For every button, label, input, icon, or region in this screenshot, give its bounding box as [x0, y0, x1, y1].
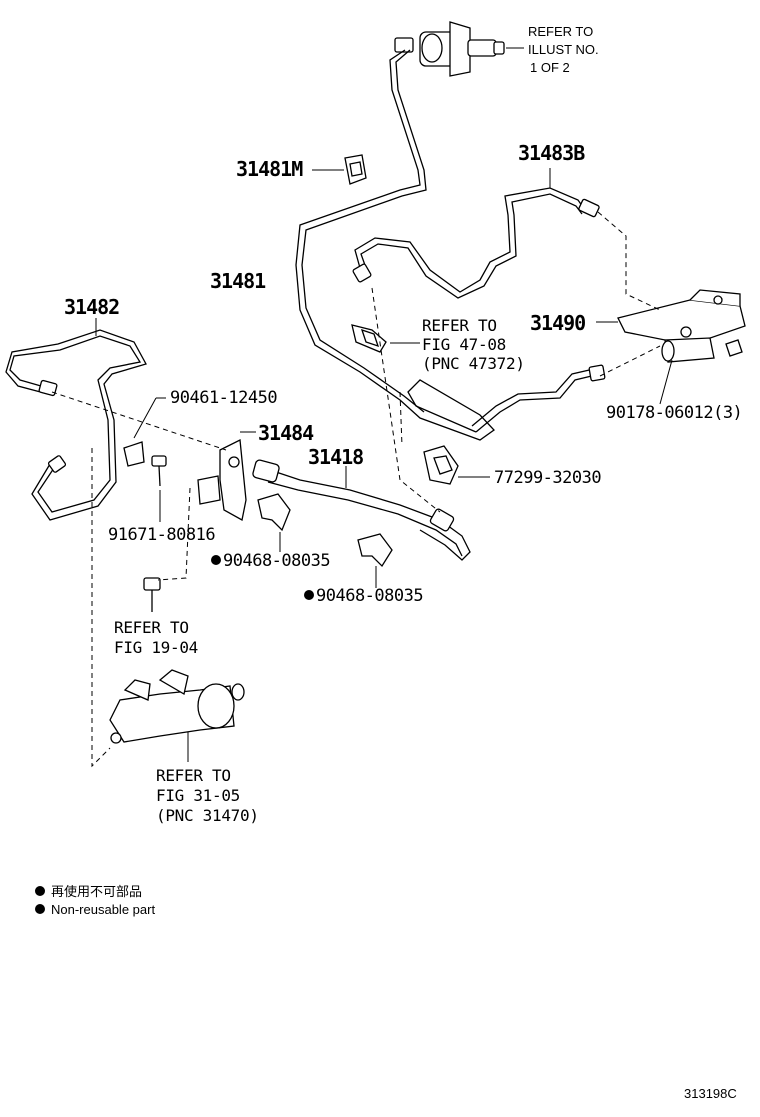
legend-en: Non-reusable part — [51, 902, 155, 917]
clip-set — [351, 324, 420, 353]
figure-code: 313198C — [684, 1086, 737, 1101]
clip-31481M — [312, 154, 367, 185]
label-91671-80816: 91671-80816 — [108, 525, 215, 545]
note-illust-line1: REFER TO — [528, 24, 593, 39]
legend-bullet-en — [35, 904, 45, 914]
label-31481: 31481 — [210, 269, 266, 293]
legend-bullet-jp — [35, 886, 45, 896]
non-reusable-mark-a — [211, 555, 221, 565]
release-cylinder — [109, 669, 245, 762]
bracket-31484 — [197, 431, 256, 522]
label-31483B: 31483B — [518, 141, 585, 165]
clip-90468-a — [257, 493, 291, 552]
legend-jp: 再使用不可部品 — [51, 884, 142, 899]
note-fig4708-line2: FIG 47-08 — [422, 335, 506, 354]
label-31418: 31418 — [308, 445, 363, 469]
clamp-77299-32030 — [423, 445, 490, 485]
clutch-tube-31482 — [5, 318, 147, 521]
note-fig3105-line2: FIG 31-05 — [156, 786, 240, 805]
clutch-tube-31481 — [295, 49, 606, 441]
bolt-fig-19-04 — [143, 577, 161, 612]
note-fig4708-line1: REFER TO — [422, 316, 497, 335]
note-fig3105-line1: REFER TO — [156, 766, 231, 785]
bracket-31490 — [596, 289, 746, 405]
label-90178-06012: 90178-06012(3) — [606, 403, 742, 423]
flexible-hose-31418 — [252, 459, 471, 561]
label-90468-08035-a: 90468-08035 — [223, 551, 330, 571]
note-illust-line3: 1 OF 2 — [530, 60, 570, 75]
label-77299-32030: 77299-32030 — [494, 468, 601, 488]
label-90461-12450: 90461-12450 — [170, 388, 277, 408]
note-fig3105-line3: (PNC 31470) — [156, 806, 259, 825]
label-90468-08035-b: 90468-08035 — [316, 586, 423, 606]
label-31484: 31484 — [258, 421, 314, 445]
note-fig4708-line3: (PNC 47372) — [422, 354, 525, 373]
master-cylinder-fitting — [394, 21, 524, 77]
label-31481M: 31481M — [236, 157, 303, 181]
clutch-tube-31483B — [352, 168, 600, 299]
clip-90468-b — [357, 533, 393, 588]
note-fig1904-line1: REFER TO — [114, 618, 189, 637]
bolts — [123, 397, 167, 522]
label-31482: 31482 — [64, 295, 119, 319]
note-fig1904-line2: FIG 19-04 — [114, 638, 198, 657]
non-reusable-mark-b — [304, 590, 314, 600]
note-illust-line2: ILLUST NO. — [528, 42, 599, 57]
label-31490: 31490 — [530, 311, 585, 335]
